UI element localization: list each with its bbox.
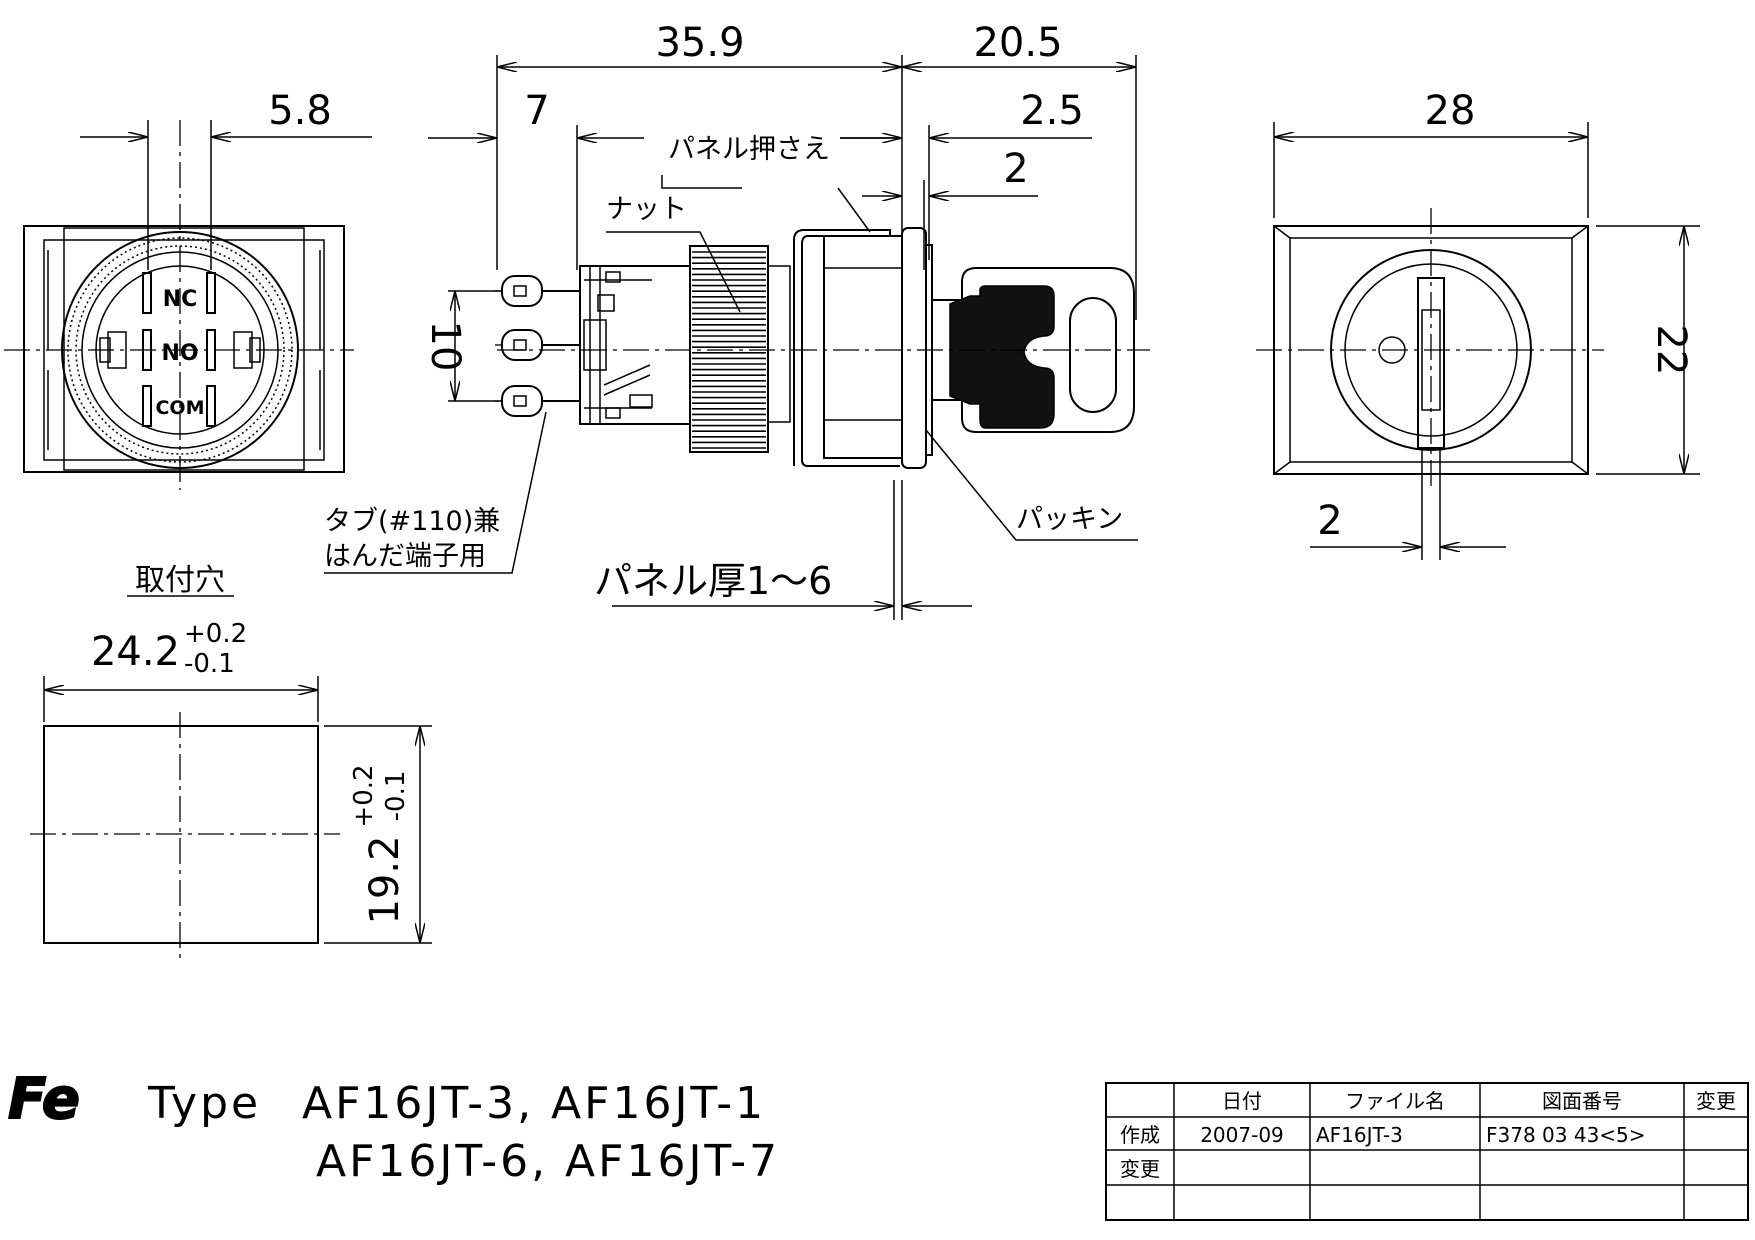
front-view-key-side: 28 22 2	[1256, 88, 1700, 560]
tb-row-label: 変更	[1120, 1157, 1160, 1181]
tb-row-label: 作成	[1120, 1123, 1160, 1147]
nut-knurling	[692, 251, 766, 449]
dimension-22: 22	[1648, 325, 1694, 376]
dimension-2-5: 2.5	[1020, 88, 1084, 134]
tb-header-date: 日付	[1222, 1089, 1262, 1113]
dimension-28: 28	[1425, 88, 1476, 134]
dimension-35-9: 35.9	[655, 20, 744, 66]
tb-header-file: ファイル名	[1345, 1089, 1445, 1113]
cutout-width-tol-plus: +0.2	[184, 619, 247, 649]
title-line2: AF16JT-6, AF16JT-7	[316, 1136, 780, 1187]
title-area: Fe Type AF16JT-3, AF16JT-1 AF16JT-6, AF1…	[7, 1066, 780, 1187]
label-mounting-hole: 取付穴	[135, 563, 225, 598]
dimension-2-top: 2	[1003, 146, 1028, 192]
label-panel-holder: パネル押さえ	[668, 134, 830, 165]
dimension-2-front: 2	[1317, 498, 1342, 544]
tb-cell-date: 2007-09	[1200, 1123, 1284, 1147]
cutout-width-value: 24.2	[91, 629, 180, 675]
dimension-10: 10	[422, 321, 468, 372]
dimension-5-8: 5.8	[268, 88, 332, 134]
tb-header-number: 図面番号	[1542, 1089, 1622, 1113]
title-line1: AF16JT-3, AF16JT-1	[302, 1078, 766, 1129]
tb-cell-number: F378 03 43<5>	[1486, 1123, 1646, 1147]
tb-header-change: 変更	[1696, 1089, 1736, 1113]
side-view: 35.9 20.5 7 2.5 2	[324, 20, 1150, 620]
cutout-height-tol-minus: -0.1	[381, 771, 411, 822]
fuji-logo: Fe	[8, 1067, 80, 1132]
tb-cell-file: AF16JT-3	[1316, 1123, 1403, 1147]
cutout-height-tol-plus: +0.2	[349, 764, 379, 827]
cutout-width-tol-minus: -0.1	[184, 649, 235, 679]
label-panel-thickness: パネル厚1～6	[594, 559, 832, 603]
label-tab-line2: はんだ端子用	[324, 541, 486, 572]
cutout-height-value: 19.2	[362, 835, 408, 924]
dimension-7: 7	[524, 88, 549, 134]
title-type: Type	[147, 1078, 261, 1129]
mounting-hole-view: 取付穴 24.2 +0.2 -0.1 19.2 +0.2 -0.1	[30, 563, 432, 960]
title-block: 日付 ファイル名 図面番号 変更 作成 2007-09 AF16JT-3 F37…	[1105, 1082, 1749, 1221]
dimension-20-5: 20.5	[973, 20, 1062, 66]
label-tab-line1: タブ(#110)兼	[324, 506, 500, 537]
label-packing: パッキン	[1016, 504, 1123, 535]
label-nut: ナット	[606, 194, 687, 225]
front-view-terminal-side: NC NO COM 5.8	[4, 88, 372, 490]
